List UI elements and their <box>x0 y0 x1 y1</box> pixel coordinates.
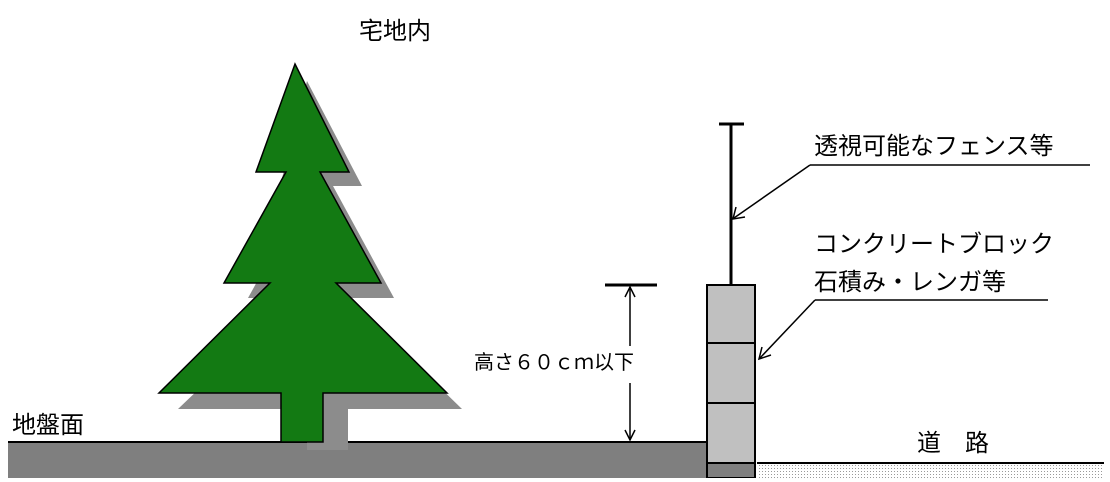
road-surface <box>757 463 1104 478</box>
fence-post <box>719 122 744 285</box>
ground-slab <box>8 442 714 478</box>
block-middle <box>706 342 756 404</box>
block-wall <box>706 284 756 479</box>
ground-surface-label: 地盤面 <box>12 411 84 439</box>
block-leader <box>757 299 1048 361</box>
yard-interior-label: 宅地内 <box>359 17 431 45</box>
block-label-line1: コンクリートブロック <box>814 230 1054 258</box>
height-dimension <box>605 283 657 442</box>
height-limit-label: 高さ６０ｃｍ以下 <box>474 350 634 374</box>
block-bottom <box>706 402 756 464</box>
block-top <box>706 284 756 344</box>
road-label: 道 路 <box>917 429 989 457</box>
tree <box>157 62 449 443</box>
fence-label: 透視可能なフェンス等 <box>814 132 1054 160</box>
block-label-line2: 石積み・レンガ等 <box>814 268 1006 296</box>
fence-leader <box>731 164 1090 220</box>
block-footing <box>706 462 756 479</box>
tree-crown <box>157 62 449 443</box>
